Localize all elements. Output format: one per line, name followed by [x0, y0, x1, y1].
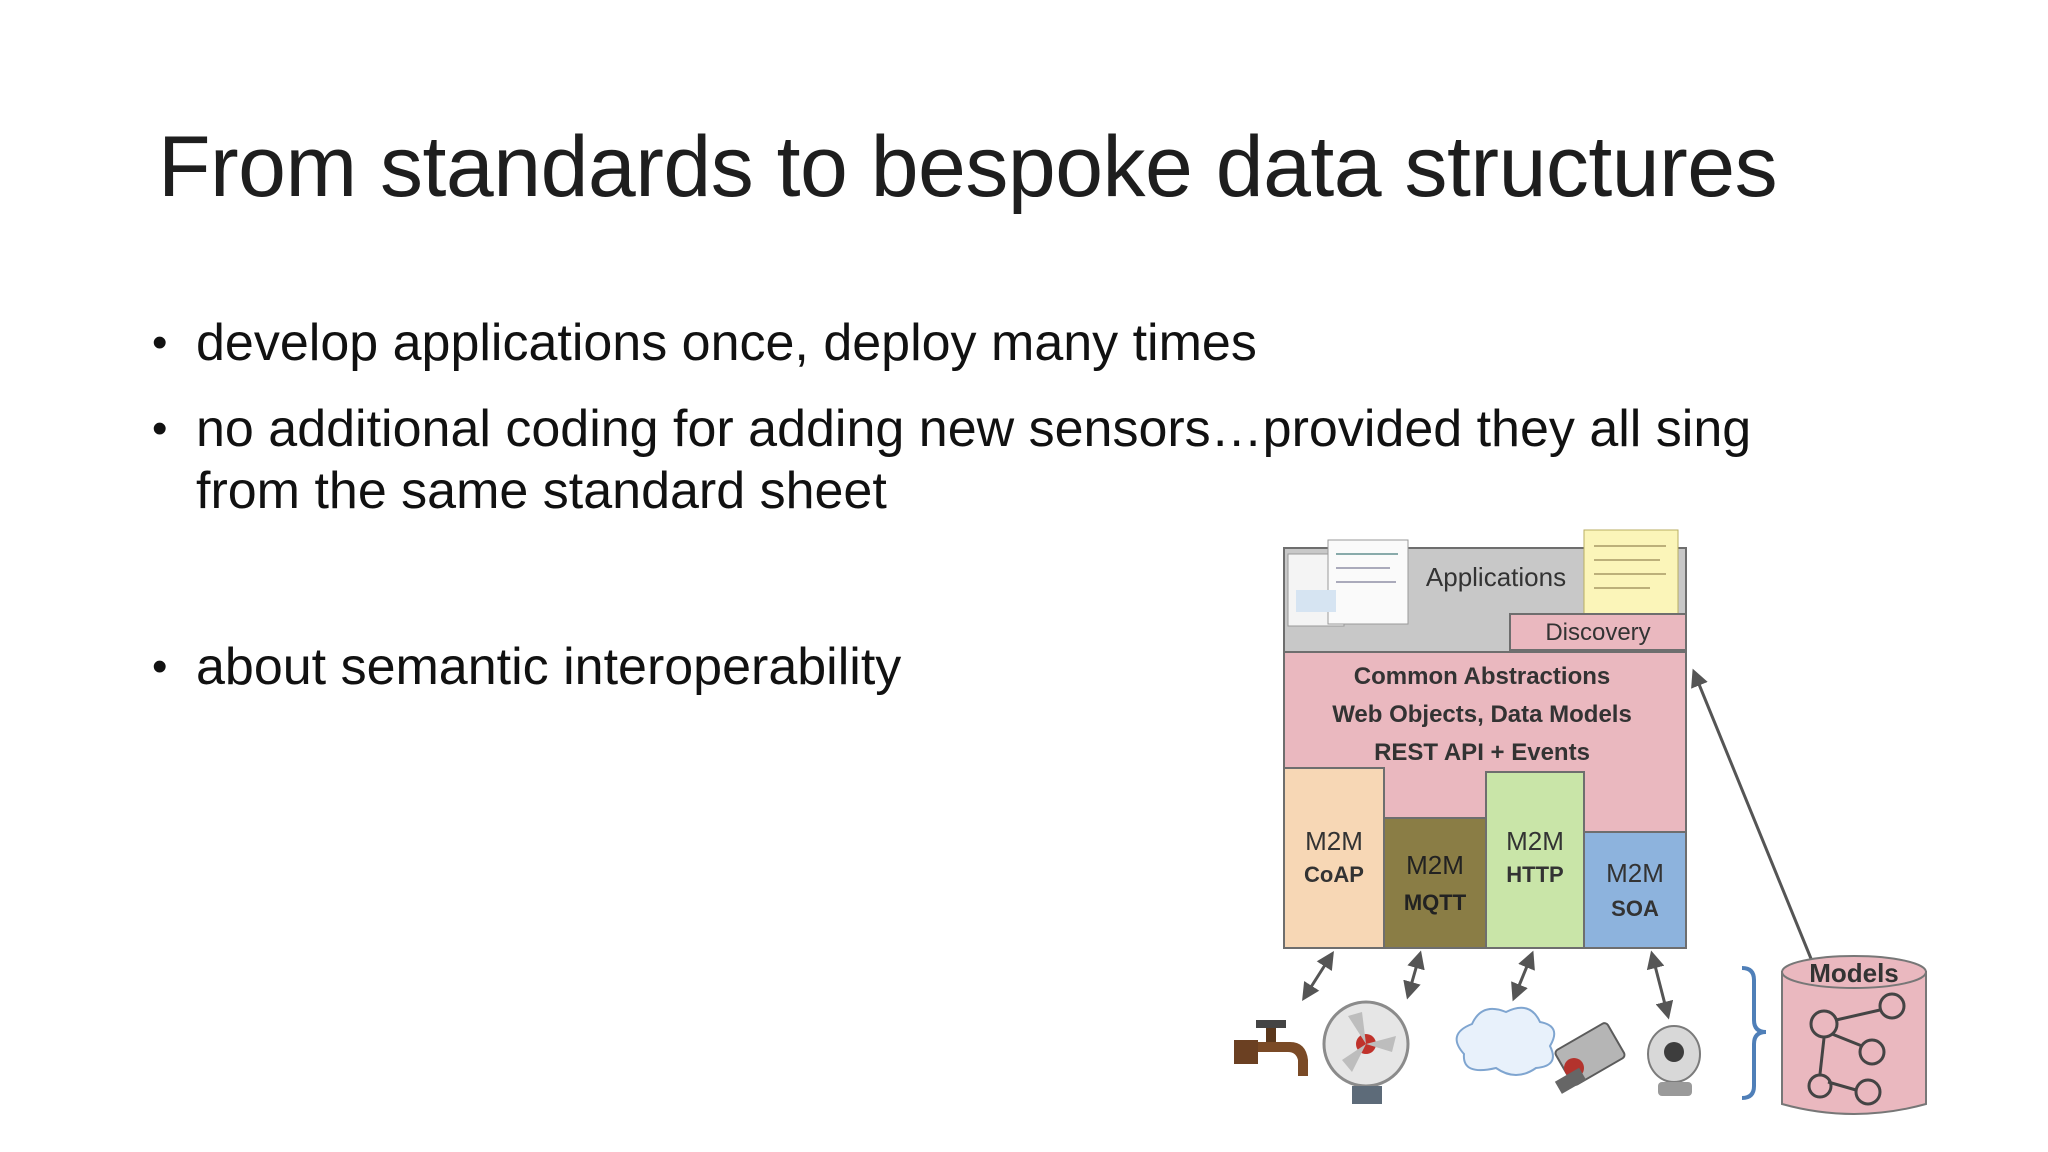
camera-icon [1554, 1022, 1626, 1094]
protocol-coap-box [1283, 767, 1385, 949]
protocol-http-bottom: HTTP [1506, 862, 1563, 887]
webcam-icon [1647, 1025, 1701, 1096]
models-arrow [1691, 668, 1816, 967]
bullet-dot: • [152, 642, 168, 691]
protocol-mqtt-top: M2M [1406, 850, 1464, 880]
abstraction-line: Web Objects, Data Models [1332, 701, 1632, 728]
cloud-icon [1455, 1006, 1556, 1076]
models-label: Models [1809, 958, 1899, 988]
abstraction-line: REST API + Events [1374, 739, 1590, 766]
abstraction-line: Common Abstractions [1354, 663, 1610, 690]
protocol-http-top: M2M [1506, 826, 1564, 856]
protocol-coap-bottom: CoAP [1304, 862, 1364, 887]
architecture-diagram: Applications Discovery Common Abstractio… [1234, 529, 1927, 1115]
graph-model-icon [1807, 992, 1906, 1106]
applications-label: Applications [1426, 562, 1566, 592]
protocol-soa-box [1583, 831, 1687, 949]
fan-icon [1322, 1000, 1410, 1104]
bullet-text: about semantic interoperability [196, 638, 902, 696]
protocol-http-box [1485, 771, 1585, 949]
discovery-label: Discovery [1545, 619, 1650, 646]
protocol-mqtt-bottom: MQTT [1404, 890, 1467, 915]
app-screenshot-icon [1287, 539, 1409, 627]
bullet-text: no additional coding for adding new sens… [196, 400, 1752, 520]
protocol-soa-bottom: SOA [1611, 896, 1659, 921]
faucet-icon [1234, 1020, 1308, 1076]
protocol-mqtt-box [1383, 817, 1487, 949]
protocol-soa-top: M2M [1606, 858, 1664, 888]
app-document-icon [1583, 529, 1679, 619]
slide-title: From standards to bespoke data structure… [158, 119, 1778, 215]
protocol-coap-top: M2M [1305, 826, 1363, 856]
device-group-brace [1741, 966, 1767, 1100]
bullet-dot: • [152, 404, 168, 453]
device-arrows [1302, 950, 1674, 1020]
bullet-text: develop applications once, deploy many t… [196, 314, 1257, 372]
bullet-dot: • [152, 318, 168, 367]
discovery-box [1509, 613, 1687, 651]
